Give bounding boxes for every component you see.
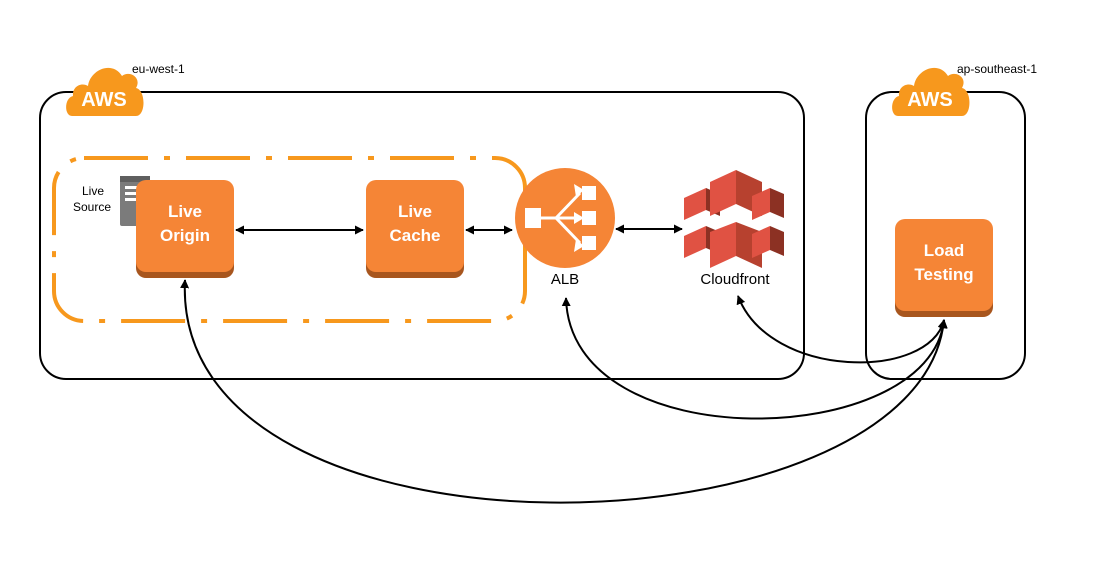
live-source-label-line1: Live [82,184,104,198]
connector-loadtest-alb [561,297,948,420]
svg-text:Testing: Testing [914,265,973,284]
svg-text:Load: Load [924,241,965,260]
svg-text:Cache: Cache [389,226,440,245]
aws-cloud-icon: AWS [892,67,970,116]
region-label-eu-west-1: eu-west-1 [132,62,185,76]
live-stack-group-boundary [52,156,527,323]
load-balancer-icon[interactable] [515,168,615,268]
live-cache-node[interactable]: Live Cache [366,180,464,278]
alb-label: ALB [551,271,579,288]
region-eu-west-1-box [39,91,805,380]
connector-loadtest-origin [180,279,948,504]
svg-text:AWS: AWS [907,89,953,111]
svg-text:AWS: AWS [81,89,127,111]
svg-text:Origin: Origin [160,226,210,245]
region-label-ap-southeast-1: ap-southeast-1 [957,62,1037,76]
load-testing-node[interactable]: Load Testing [895,219,993,317]
svg-text:Live: Live [168,202,202,221]
live-origin-node[interactable]: Live Origin [136,180,234,278]
cloudfront-label: Cloudfront [700,271,770,288]
live-source-label-line2: Source [73,200,111,214]
cloudfront-icon[interactable] [684,170,784,268]
aws-cloud-icon: AWS [66,67,144,116]
svg-text:Live: Live [398,202,432,221]
